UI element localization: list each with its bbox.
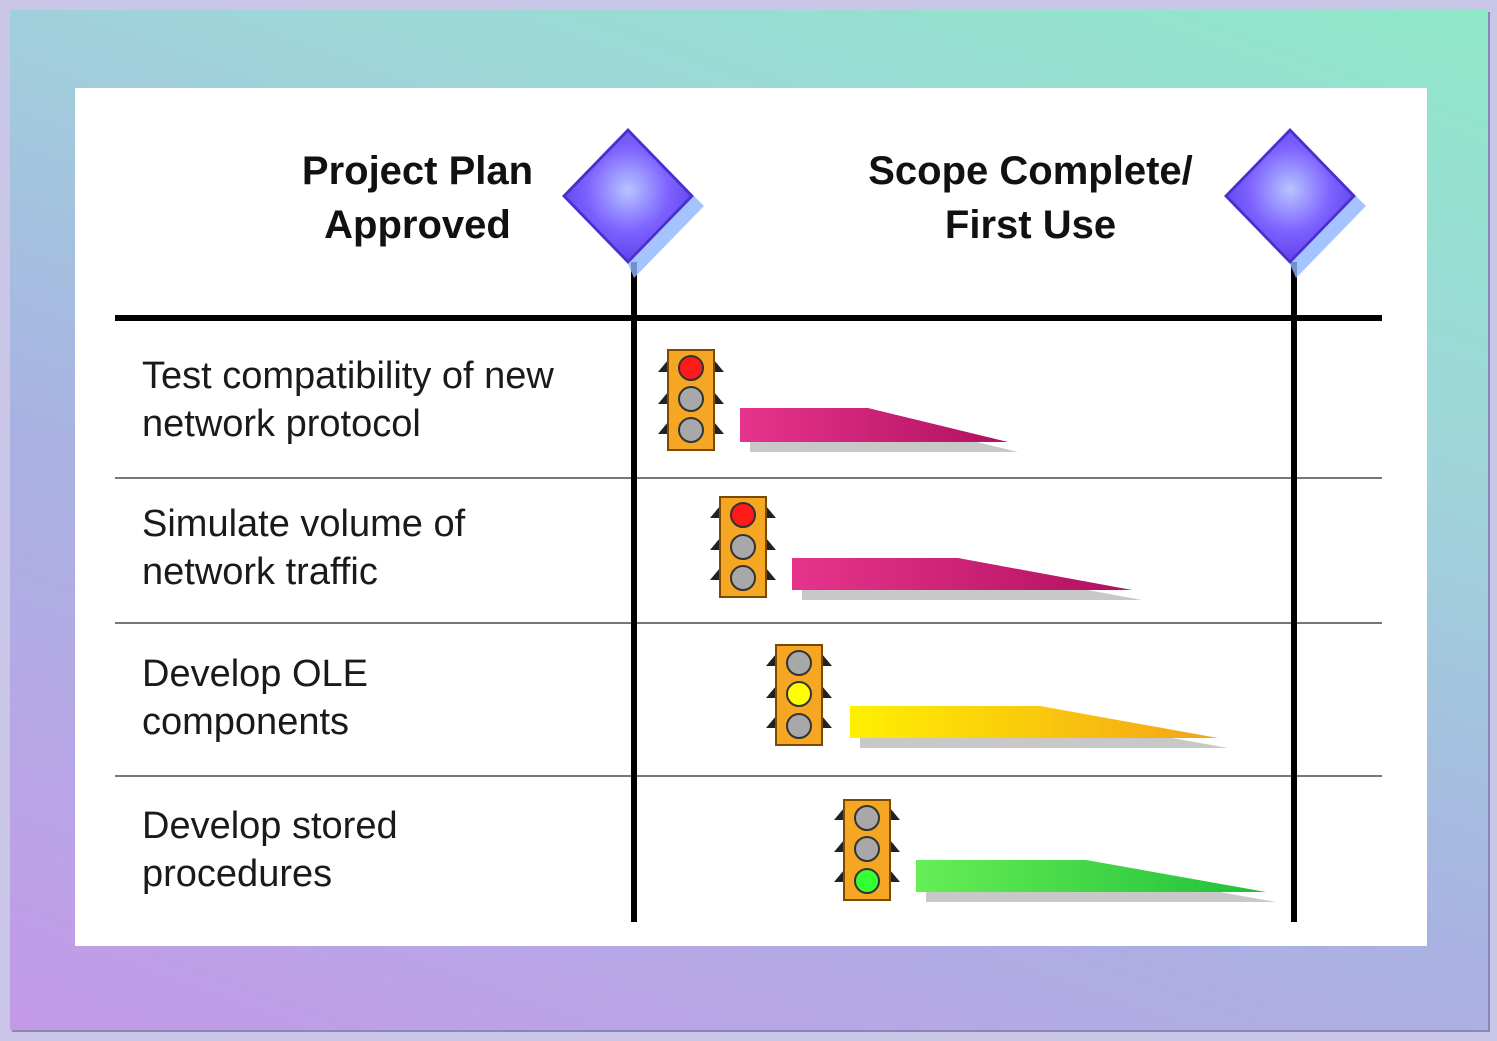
milestone-diamond-icon [1224,128,1366,278]
milestone-diamond-icon [562,128,704,278]
progress-bar [792,558,1142,600]
traffic-light-icon [658,349,724,451]
progress-bar [850,706,1228,748]
task-label: Simulate volume of network traffic [142,503,466,593]
task-label: Develop stored procedures [142,805,398,895]
task-label: Develop OLE components [142,653,369,743]
progress-bar [916,860,1276,902]
milestone-title-end: Scope Complete/ First Use [868,149,1193,247]
traffic-light-icon [834,799,900,901]
milestone-title-start: Project Plan Approved [301,149,534,247]
traffic-light-icon [766,644,832,746]
task-label: Test compatibility of new network protoc… [142,355,554,445]
progress-bar [740,408,1018,452]
traffic-light-icon [710,496,776,598]
